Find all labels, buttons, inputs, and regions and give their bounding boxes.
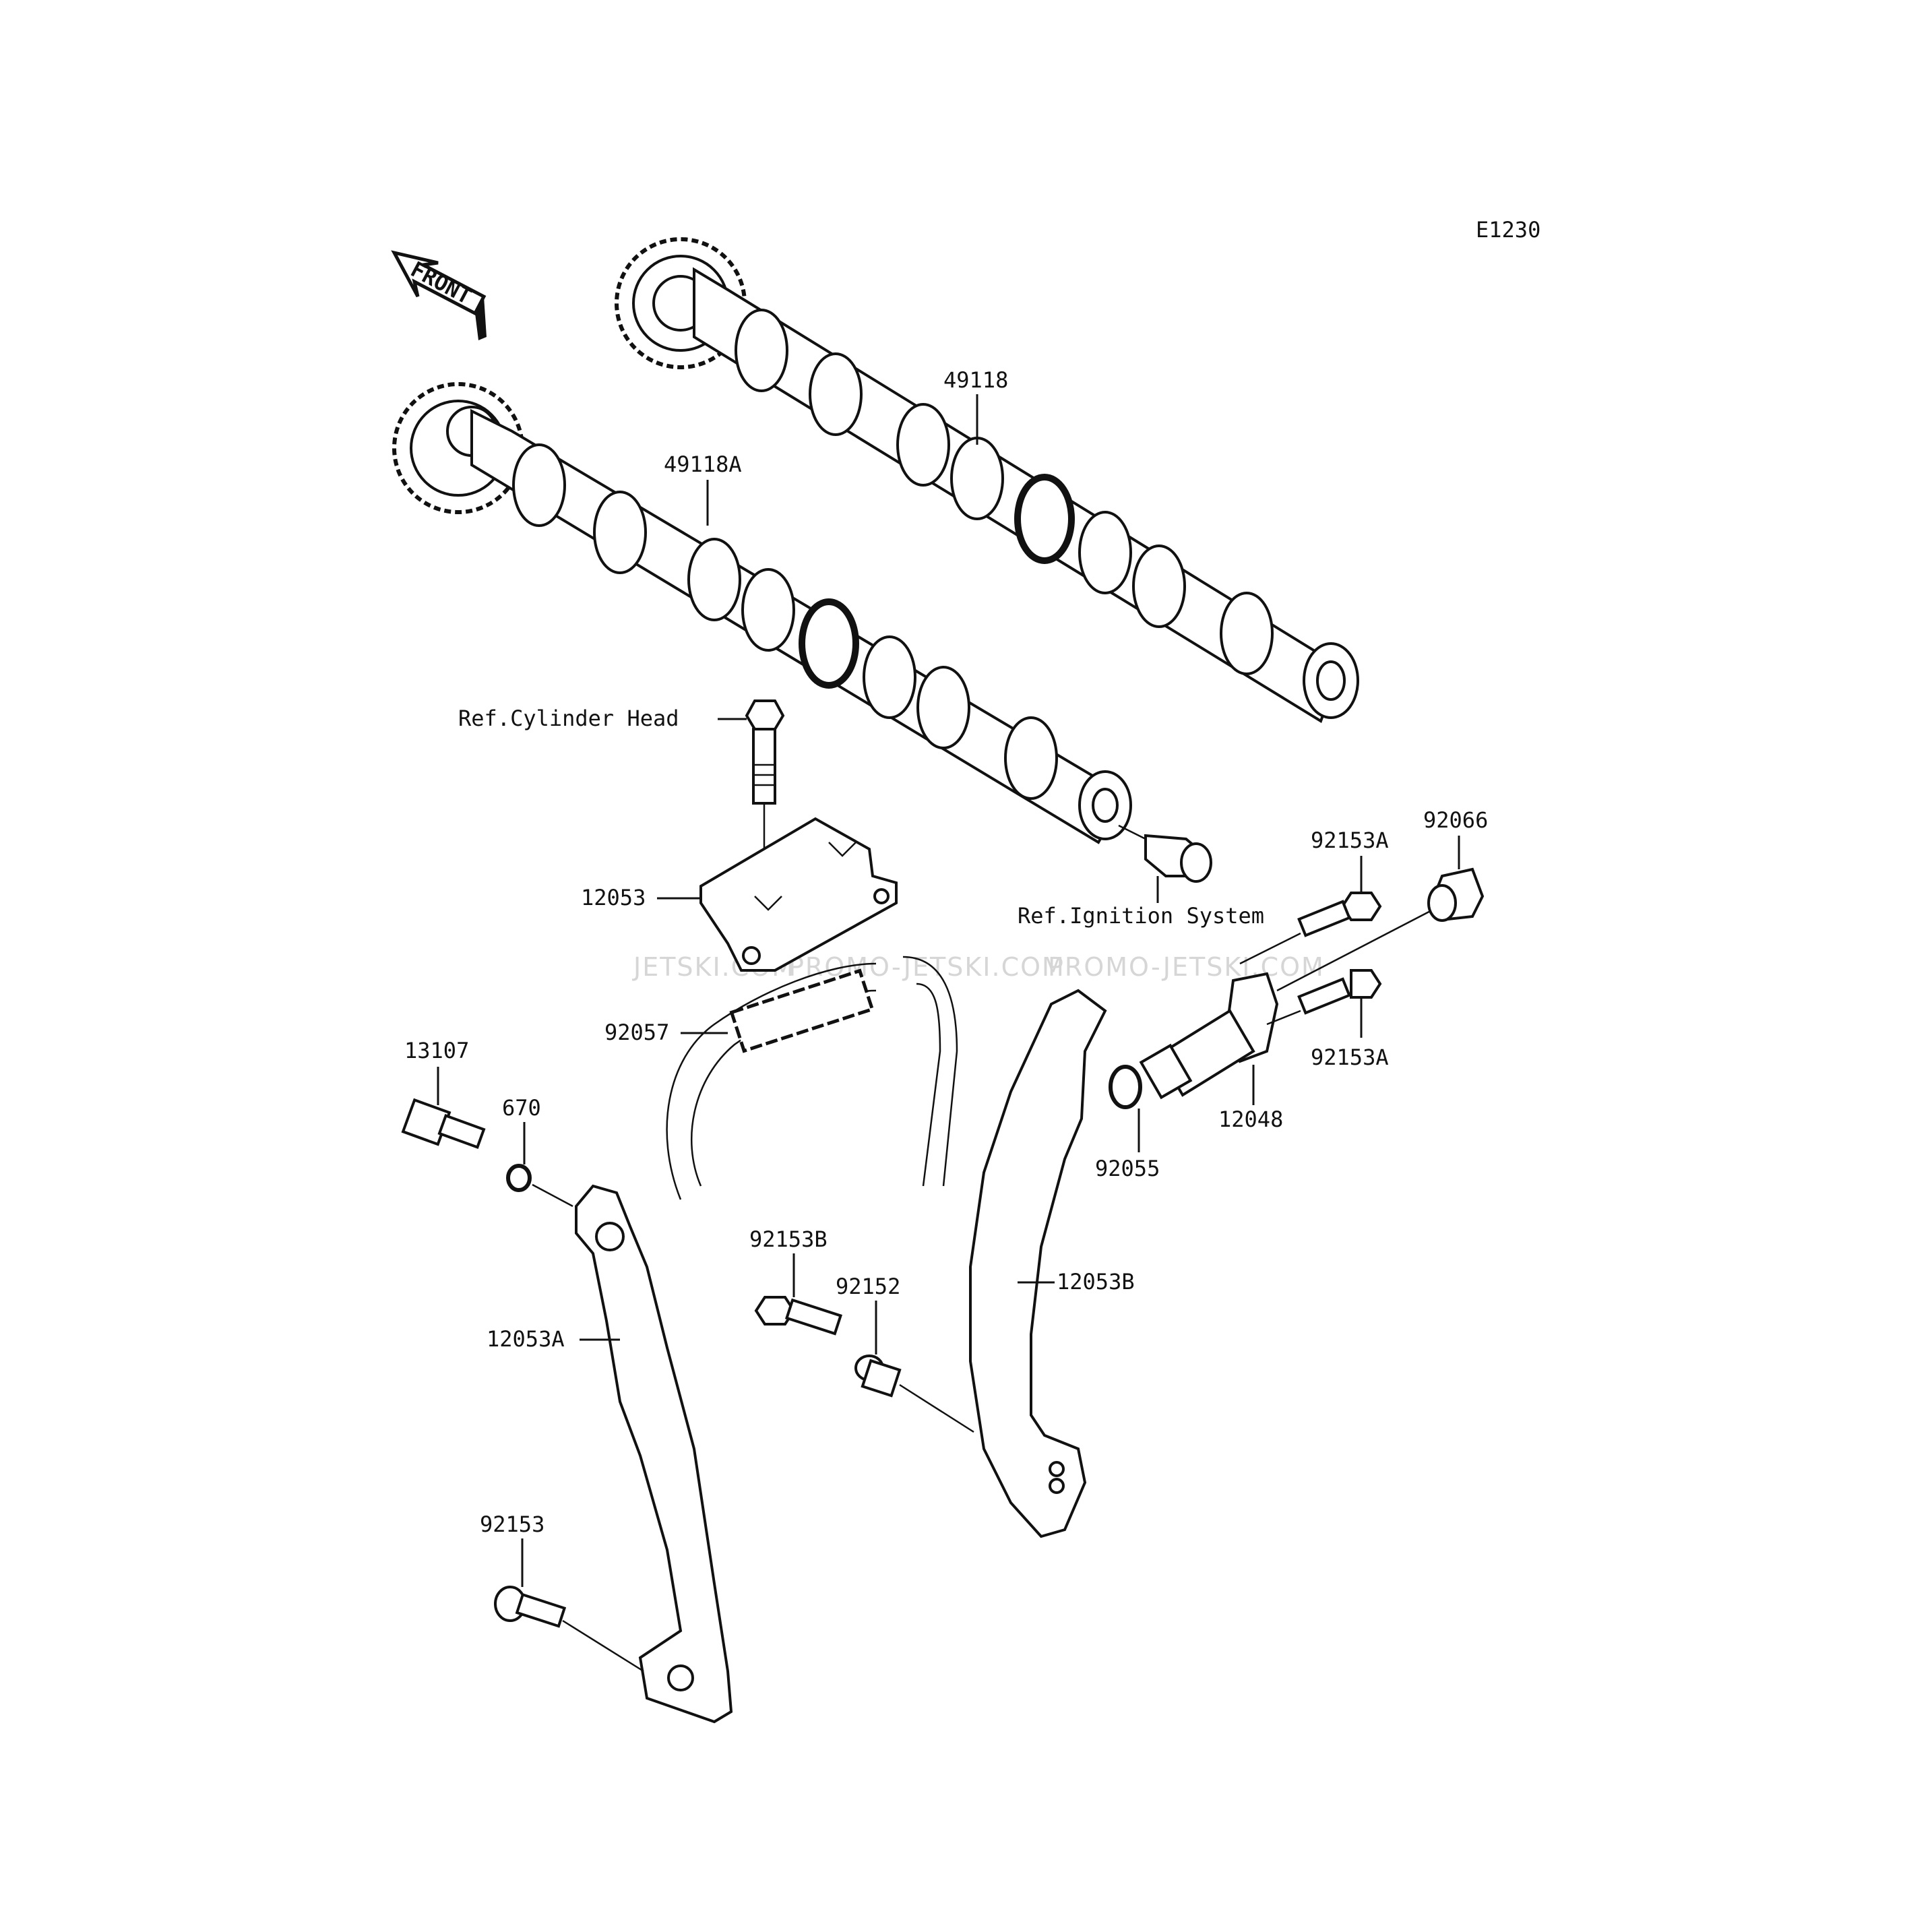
- tensioner-12048: [1139, 895, 1460, 1100]
- camshaft-49118: [615, 237, 1359, 723]
- collar-92152: [854, 1354, 974, 1433]
- ref-cylinder-head: Ref.Cylinder Head: [458, 706, 679, 731]
- o-ring-670: [506, 1164, 532, 1192]
- ignition-rotor-cap: [1118, 824, 1212, 883]
- front-arrow-icon: FRONT: [391, 250, 487, 340]
- label-670: 670: [502, 1095, 541, 1121]
- label-49118A: 49118A: [664, 451, 742, 477]
- o-ring-92055: [1109, 1065, 1142, 1109]
- label-92057: 92057: [604, 1020, 669, 1045]
- label-92153B: 92153B: [749, 1226, 828, 1252]
- plug-92066: [1427, 867, 1485, 922]
- label-13107: 13107: [404, 1038, 469, 1063]
- watermark-3: PROMO-JETSKI.COM: [1048, 952, 1325, 982]
- label-12053A: 12053A: [487, 1326, 565, 1352]
- watermark-2: PROMO-JETSKI.COM: [788, 952, 1065, 982]
- chain-guide-12053B: [969, 989, 1107, 1538]
- cam-chain-92057: [666, 956, 958, 1200]
- bolt-13107: [401, 1098, 486, 1149]
- ref-ignition-system: Ref.Ignition System: [1018, 903, 1264, 929]
- label-92153A-bottom: 92153A: [1311, 1045, 1389, 1070]
- label-12048: 12048: [1218, 1107, 1283, 1132]
- label-92153A-top: 92153A: [1311, 828, 1389, 853]
- label-92055: 92055: [1095, 1156, 1160, 1181]
- chain-guide-12053: [699, 817, 898, 972]
- camshaft-49118A: [392, 382, 1132, 844]
- bolt-92153: [494, 1586, 644, 1673]
- diagram-code: E1230: [1476, 217, 1540, 243]
- label-12053: 12053: [581, 885, 646, 910]
- cylinder-head-bolt: [745, 699, 785, 964]
- label-92066: 92066: [1423, 807, 1488, 833]
- front-label: FRONT: [406, 256, 476, 309]
- bolt-92153A-top: [1239, 892, 1382, 965]
- label-92153: 92153: [480, 1512, 544, 1537]
- label-49118: 49118: [943, 367, 1008, 393]
- chain-guide-12053A: [575, 1184, 733, 1724]
- bolt-92153B: [754, 1296, 842, 1336]
- bolt-92153A-bottom: [1266, 969, 1382, 1026]
- label-92152: 92152: [836, 1274, 900, 1299]
- label-12053B: 12053B: [1057, 1269, 1135, 1295]
